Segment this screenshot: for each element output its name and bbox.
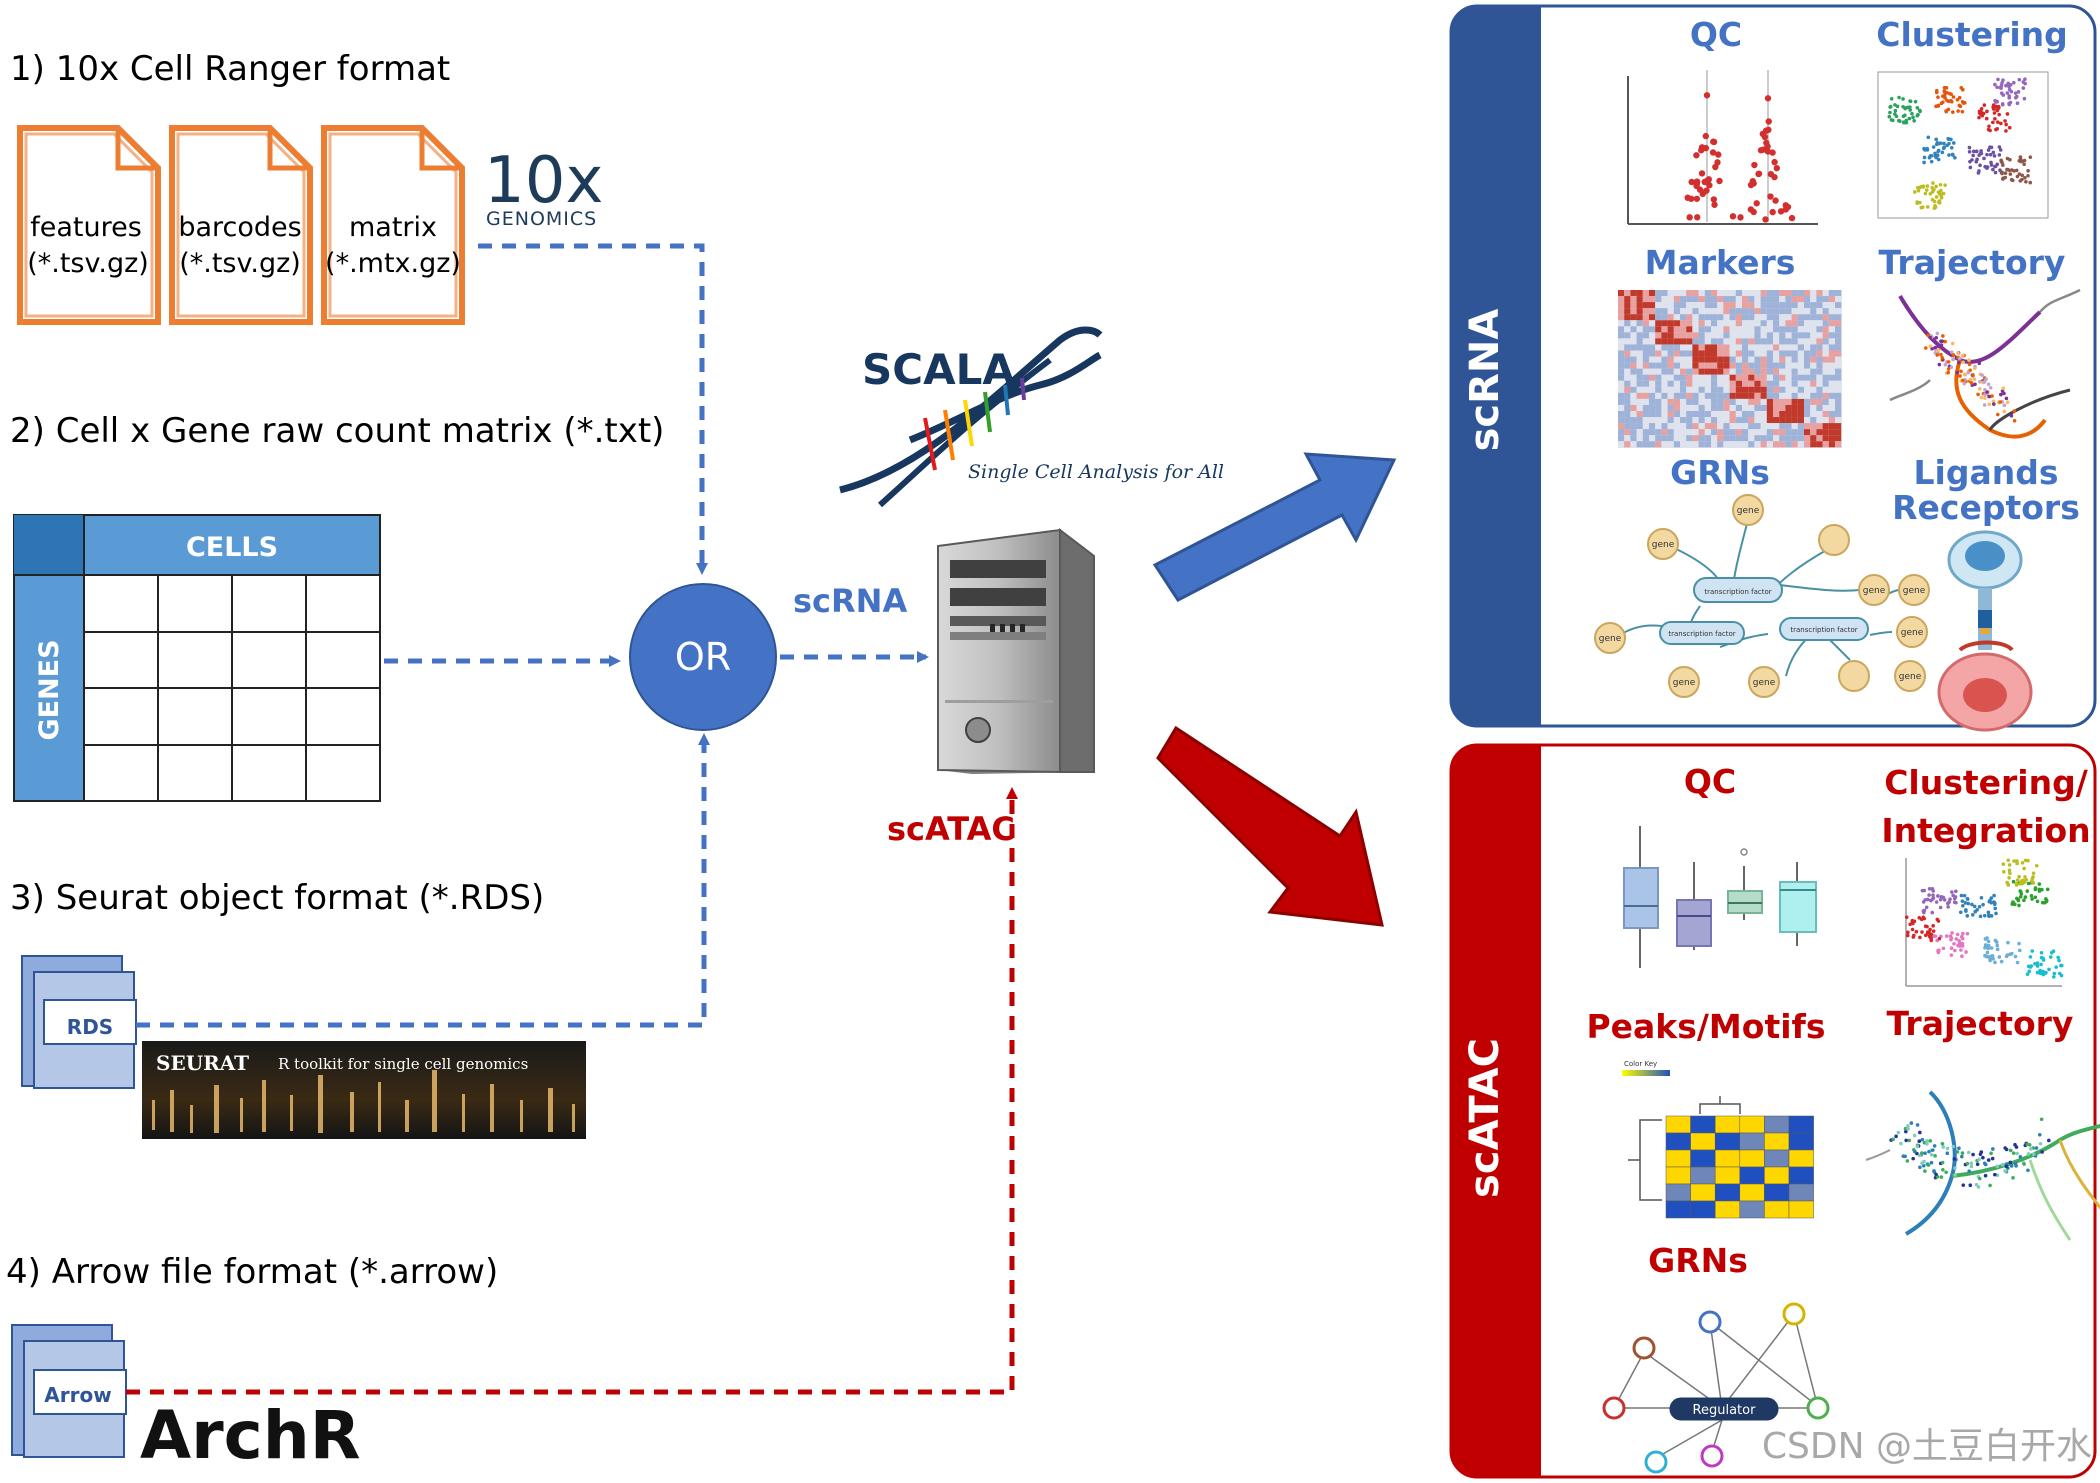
scrna-markers-title: Markers	[1645, 243, 1796, 282]
scrna-panel-label: scRNA	[1462, 309, 1508, 452]
scatac-input-label: scATAC	[887, 810, 1015, 848]
scrna-clustering-title: Clustering	[1876, 15, 2068, 54]
barcodes-file-name: barcodes	[178, 212, 301, 243]
format2-title: 2) Cell x Gene raw count matrix (*.txt)	[10, 411, 664, 451]
scatac-regulator-network	[1602, 1302, 1830, 1474]
features-file-icon	[17, 125, 161, 325]
scrna-markers-heatmap	[1618, 290, 1842, 448]
scatac-grns-title: GRNs	[1648, 1241, 1748, 1280]
seurat-banner-subtitle: R toolkit for single cell genomics	[278, 1055, 528, 1073]
count-matrix-table	[13, 514, 381, 802]
barcodes-file-ext: (*.tsv.gz)	[179, 248, 301, 279]
features-file-ext: (*.tsv.gz)	[27, 248, 149, 279]
scatac-panel	[1449, 743, 2097, 1479]
scrna-grns-title: GRNs	[1670, 453, 1770, 492]
scrna-output-arrow	[1152, 452, 1397, 602]
grn-node-5: gene	[1599, 634, 1622, 644]
grn-tf-2: transcription factor	[1668, 630, 1735, 638]
connector-arrow-to-server	[126, 787, 1018, 1395]
grn-tf-3: transcription factor	[1790, 626, 1857, 634]
rds-doc-label: RDS	[67, 1015, 113, 1039]
server-icon	[937, 527, 1095, 774]
scatac-output-arrow	[1156, 725, 1384, 927]
scatac-qc-boxplot	[1623, 826, 1817, 968]
seurat-banner	[142, 1041, 586, 1139]
grn-node-9: gene	[1899, 672, 1922, 682]
seurat-banner-title: SEURAT	[156, 1051, 249, 1075]
watermark: CSDN @土豆白开水	[1762, 1426, 2092, 1467]
grn-node-4: gene	[1903, 586, 1926, 596]
scatac-integration-title: Integration	[1881, 811, 2090, 850]
grn-node-3: gene	[1863, 586, 1886, 596]
rds-document-icon	[21, 955, 137, 1089]
grn-node-6: gene	[1901, 628, 1924, 638]
grn-tf-1: transcription factor	[1704, 588, 1771, 596]
scrna-qc-thumbnail	[1627, 70, 1818, 225]
scrna-trajectory-title: Trajectory	[1879, 243, 2066, 282]
cells-header: CELLS	[186, 532, 278, 563]
scala-dna-logo	[839, 326, 1103, 508]
or-label: OR	[675, 635, 731, 679]
scatac-qc-title: QC	[1684, 762, 1736, 801]
archr-logo: ArchR	[140, 1397, 361, 1474]
scatac-trajectory-title: Trajectory	[1887, 1004, 2074, 1043]
arrow-document-icon	[11, 1324, 127, 1458]
connector-10x-to-or	[478, 243, 708, 575]
10x-genomics-logo-text: GENOMICS	[486, 208, 597, 230]
scrna-qc-title: QC	[1690, 15, 1742, 54]
scrna-clustering-thumbnail	[1877, 71, 2049, 219]
scrna-input-label: scRNA	[793, 582, 907, 620]
grn-node-2: gene	[1737, 506, 1760, 516]
barcodes-file-icon	[169, 125, 313, 325]
scrna-ligands-title: Ligands	[1914, 453, 2059, 492]
format4-title: 4) Arrow file format (*.arrow)	[6, 1252, 498, 1292]
or-node	[629, 583, 777, 731]
scatac-panel-label: scATAC	[1462, 1038, 1508, 1198]
format3-title: 3) Seurat object format (*.RDS)	[10, 878, 544, 918]
scatac-clustering-title: Clustering/	[1884, 763, 2089, 802]
scrna-receptors-title: Receptors	[1892, 488, 2080, 527]
matrix-file-ext: (*.mtx.gz)	[325, 248, 461, 279]
arrow-doc-label: Arrow	[44, 1383, 111, 1407]
scatac-peaks-heatmap	[1622, 1070, 1814, 1219]
scala-logo-title: SCALA	[862, 345, 1015, 394]
grn-node-8: gene	[1753, 678, 1776, 688]
10x-logo: 10x	[484, 144, 603, 218]
matrix-file-name: matrix	[349, 212, 437, 243]
heatmap-color-key: Color Key	[1624, 1060, 1657, 1068]
scrna-trajectory-thumbnail	[1889, 288, 2081, 439]
grn-node-1: gene	[1652, 540, 1675, 550]
features-file-name: features	[30, 212, 142, 243]
format1-title: 1) 10x Cell Ranger format	[10, 49, 450, 89]
regulator-label: Regulator	[1693, 1403, 1757, 1418]
scatac-peaks-title: Peaks/Motifs	[1586, 1007, 1825, 1046]
scatac-trajectory-thumbnail	[1865, 1090, 2100, 1241]
genes-header: GENES	[34, 639, 65, 740]
matrix-file-icon	[321, 125, 465, 325]
grn-node-7: gene	[1673, 678, 1696, 688]
scala-logo-tagline: Single Cell Analysis for All	[968, 461, 1224, 483]
scrna-grn-network: gene gene gene gene gene gene gene gene …	[1594, 494, 1930, 698]
scatac-clustering-thumbnail	[1904, 858, 2064, 987]
scrna-ligand-receptor-thumbnail	[1937, 530, 2033, 732]
